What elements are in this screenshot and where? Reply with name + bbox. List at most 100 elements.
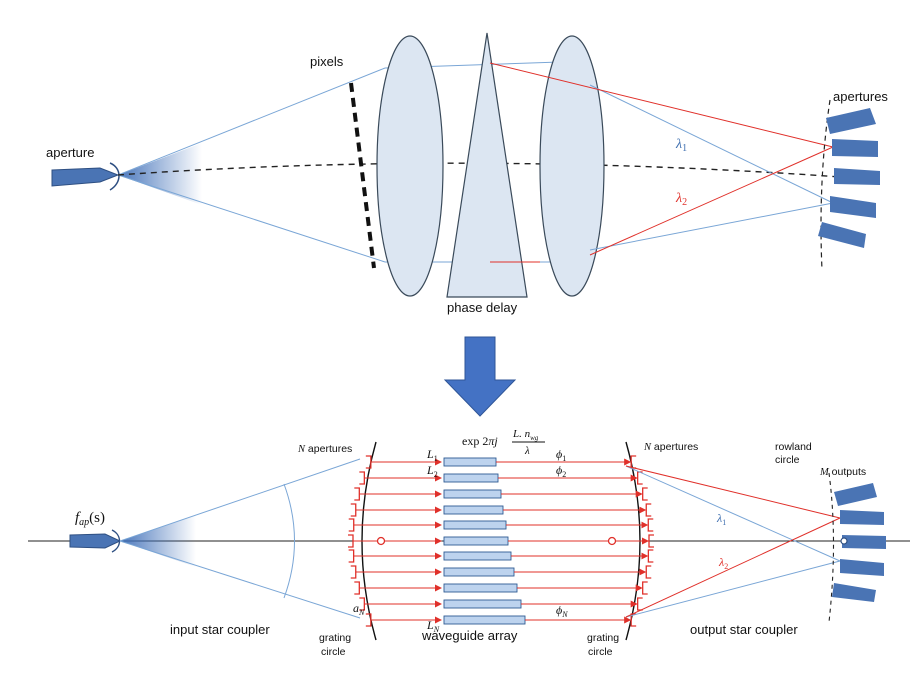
pixel-array	[349, 82, 376, 269]
output-aperture	[834, 483, 877, 506]
right-center-marker	[607, 536, 617, 546]
label-lambda2-bottom: λ2	[718, 555, 728, 571]
waveguide-bar	[443, 536, 509, 546]
out-red-ray-1	[625, 465, 841, 519]
label-grating-right-1: grating	[587, 632, 619, 644]
left-aperture-bracket	[348, 518, 355, 532]
input-coupler-arc	[283, 483, 295, 599]
ray-blue-out-1	[589, 84, 834, 204]
left-aperture-bracket	[350, 503, 357, 517]
label-LN: LN	[426, 618, 440, 634]
rowland-circle	[828, 472, 835, 623]
label-grating-left-2: circle	[321, 646, 346, 658]
label-output-star-coupler: output star coupler	[690, 622, 798, 637]
right-aperture-bracket	[645, 565, 652, 579]
waveguide-bar	[443, 583, 518, 593]
right-aperture-bracket	[648, 534, 654, 548]
label-L2: L2	[426, 463, 438, 479]
waveguide-bar	[443, 567, 515, 577]
ray-top-upper	[117, 67, 386, 176]
left-aperture-bracket	[354, 581, 360, 595]
output-aperture	[842, 535, 886, 549]
right-aperture-bracket	[642, 581, 648, 595]
output-aperture	[840, 510, 884, 525]
output-apertures	[818, 108, 880, 248]
ray-top-lower	[117, 174, 386, 263]
output-aperture	[834, 168, 880, 185]
out-blue-ray-1	[625, 465, 841, 562]
input-beam-fan-bottom	[120, 515, 196, 567]
m-output-apertures	[832, 483, 886, 602]
waveguide-bar	[443, 505, 504, 515]
label-rowland-line1: rowland	[775, 441, 812, 453]
label-m-outputs: M outputs	[819, 466, 866, 478]
input-aperture-shape	[51, 167, 120, 187]
label-aperture: aperture	[46, 145, 94, 160]
input-coupler-ray-upper	[119, 458, 361, 542]
out-red-ray-2	[625, 517, 841, 618]
label-waveguide-array: waveguide array	[421, 628, 518, 643]
waveguide-bar	[443, 473, 499, 483]
left-aperture-bracket	[348, 549, 355, 563]
label-rowland-line2: circle	[775, 454, 800, 466]
output-aperture	[840, 559, 884, 576]
label-n-apertures-right: N apertures	[643, 441, 698, 453]
right-aperture-bracket	[642, 487, 648, 501]
label-phase-delay: phase delay	[447, 300, 518, 315]
top-diagram: aperture pixels apertures phase delay λ1…	[46, 32, 888, 315]
input-beam-fan	[118, 143, 202, 205]
label-phi1: ϕ1	[556, 447, 566, 463]
aperture-bracket-bottom	[111, 529, 121, 553]
label-lambda1-top: λ1	[675, 137, 687, 154]
out-blue-ray-2	[625, 560, 841, 618]
lens-left	[376, 35, 444, 297]
label-lambda2-top: λ2	[675, 191, 687, 208]
label-L1: L1	[426, 447, 438, 463]
label-apertures: apertures	[833, 89, 888, 104]
left-center-marker	[376, 536, 386, 546]
label-fap: fap(s)	[75, 510, 105, 528]
transition-down-arrow	[443, 336, 517, 417]
right-aperture-bracket	[637, 471, 643, 485]
ray-red-out-2	[589, 146, 834, 256]
label-grating-right-2: circle	[588, 646, 613, 658]
label-pixels: pixels	[310, 54, 344, 69]
left-aperture-bracket	[354, 487, 360, 501]
left-aperture-bracket	[350, 565, 357, 579]
output-aperture	[832, 139, 878, 157]
waveguide-bar	[443, 520, 507, 530]
phase-formula: exp 2πj L. nwg λ	[462, 428, 545, 457]
label-grating-left-1: grating	[319, 632, 351, 644]
ray-blue-out-2	[589, 202, 834, 251]
input-coupler-ray-lower	[119, 540, 361, 619]
output-aperture	[832, 583, 876, 602]
formula-exp: exp 2πj	[462, 434, 498, 448]
label-phiN: ϕN	[556, 603, 568, 619]
right-aperture-bracket	[645, 503, 652, 517]
left-aperture-bracket	[359, 471, 365, 485]
label-input-star-coupler: input star coupler	[170, 622, 270, 637]
label-n-apertures-left: N apertures	[297, 443, 352, 455]
waveguide-bar	[443, 551, 512, 561]
waveguide-bar	[443, 457, 497, 467]
waveguide-array-group	[348, 455, 654, 627]
formula-denominator: λ	[524, 445, 530, 457]
phase-delay-prism	[446, 32, 528, 298]
waveguide-bar	[443, 615, 526, 625]
output-aperture	[818, 222, 866, 248]
waveguide-bar	[443, 599, 522, 609]
formula-numerator: L. nwg	[512, 428, 539, 442]
label-a-n: aN	[353, 601, 365, 617]
output-aperture	[830, 196, 876, 218]
optical-axis	[117, 162, 856, 179]
label-phi2: ϕ2	[556, 463, 566, 479]
output-aperture	[826, 108, 876, 134]
right-aperture-bracket	[647, 518, 654, 532]
waveguide-bar	[443, 489, 502, 499]
ray-red-out-1	[489, 62, 834, 148]
lens-right	[539, 35, 605, 297]
right-aperture-bracket	[637, 597, 643, 611]
bottom-diagram: fap(s) N apertures N apertures rowland c…	[28, 428, 910, 658]
label-lambda1-bottom: λ1	[716, 511, 726, 527]
